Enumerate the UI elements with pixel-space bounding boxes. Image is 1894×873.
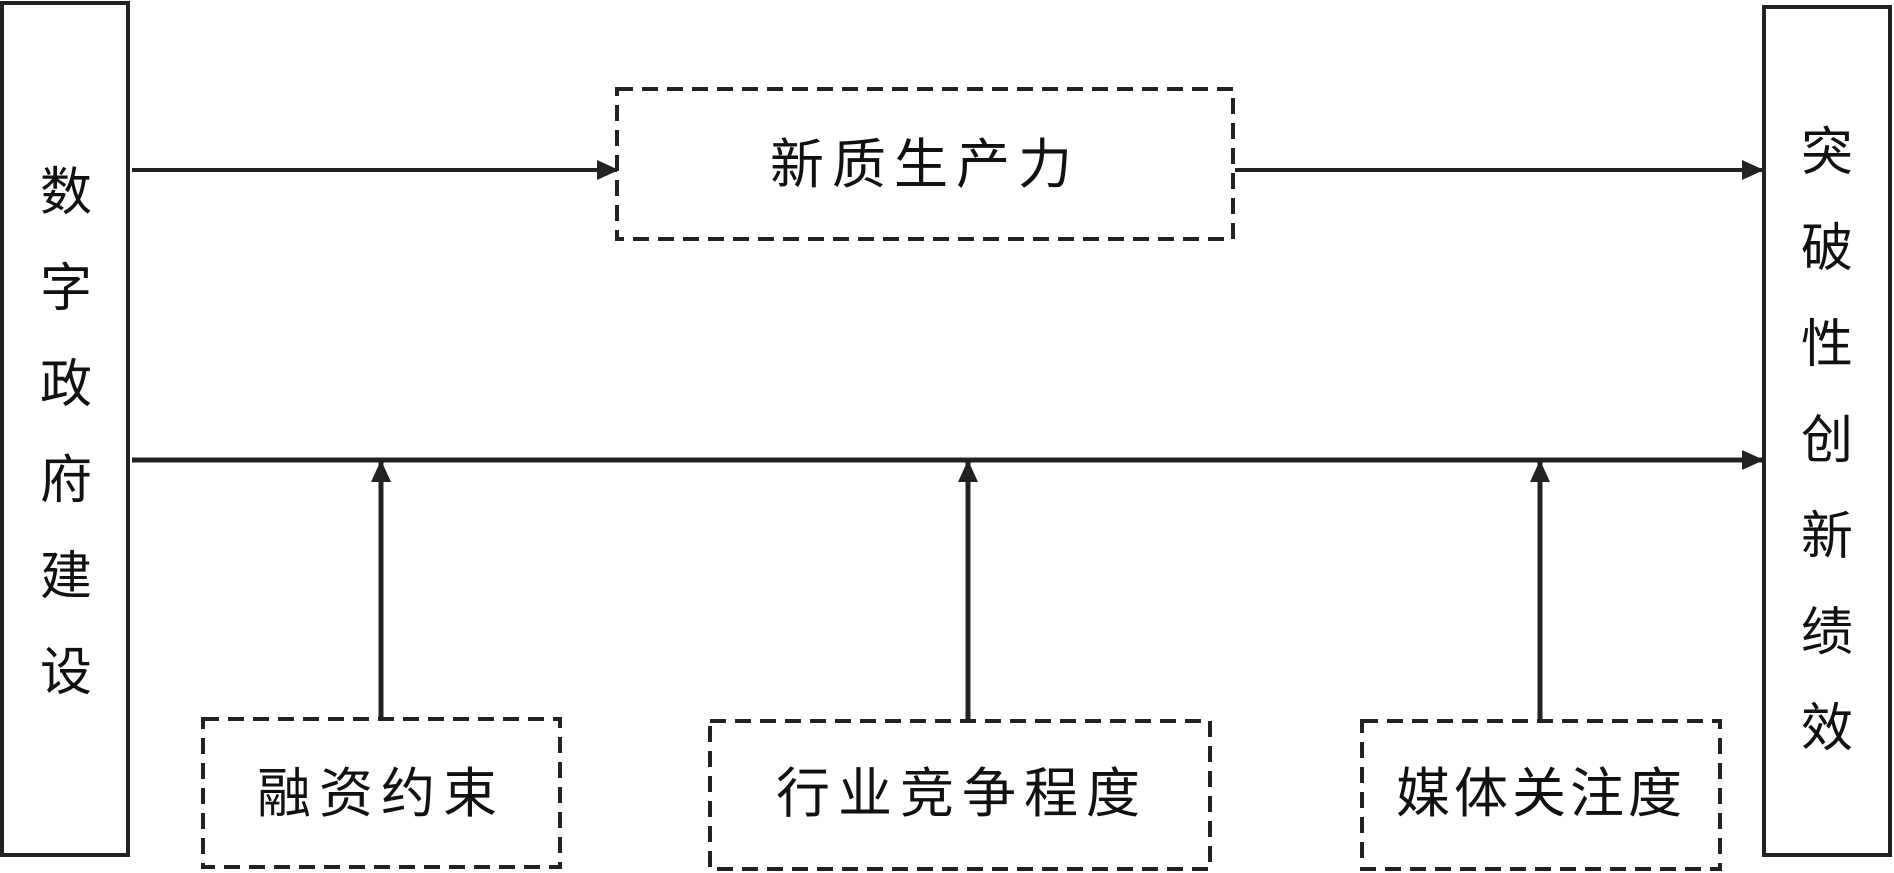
left-box-char-5: 设 — [40, 643, 92, 703]
right-box-breakthrough-innovation: 突 破 性 创 新 绩 效 — [1762, 5, 1892, 857]
left-box-digital-government: 数 字 政 府 建 设 — [0, 1, 130, 857]
left-box-char-0: 数 — [40, 163, 92, 223]
moderator-box-financing-constraints: 融资约束 — [201, 717, 562, 869]
right-box-char-4: 新 — [1801, 507, 1853, 567]
right-box-char-2: 性 — [1801, 315, 1853, 375]
right-box-char-6: 效 — [1801, 699, 1853, 759]
left-box-char-2: 政 — [40, 355, 92, 415]
mediator-box-new-quality-productivity: 新质生产力 — [615, 87, 1235, 241]
right-box-char-1: 破 — [1801, 219, 1853, 279]
moderator-label-competition: 行业竞争程度 — [776, 762, 1148, 825]
moderator-label-media: 媒体关注度 — [1396, 762, 1686, 825]
right-box-char-0: 突 — [1801, 123, 1853, 183]
mediator-label: 新质生产力 — [770, 133, 1080, 196]
moderator-box-industry-competition: 行业竞争程度 — [708, 719, 1212, 871]
moderator-label-financing: 融资约束 — [257, 762, 505, 825]
moderator-box-media-attention: 媒体关注度 — [1360, 719, 1722, 871]
left-box-char-3: 府 — [40, 451, 92, 511]
right-box-char-3: 创 — [1801, 411, 1853, 471]
right-box-char-5: 绩 — [1801, 603, 1853, 663]
left-box-char-1: 字 — [40, 259, 92, 319]
left-box-char-4: 建 — [40, 547, 92, 607]
